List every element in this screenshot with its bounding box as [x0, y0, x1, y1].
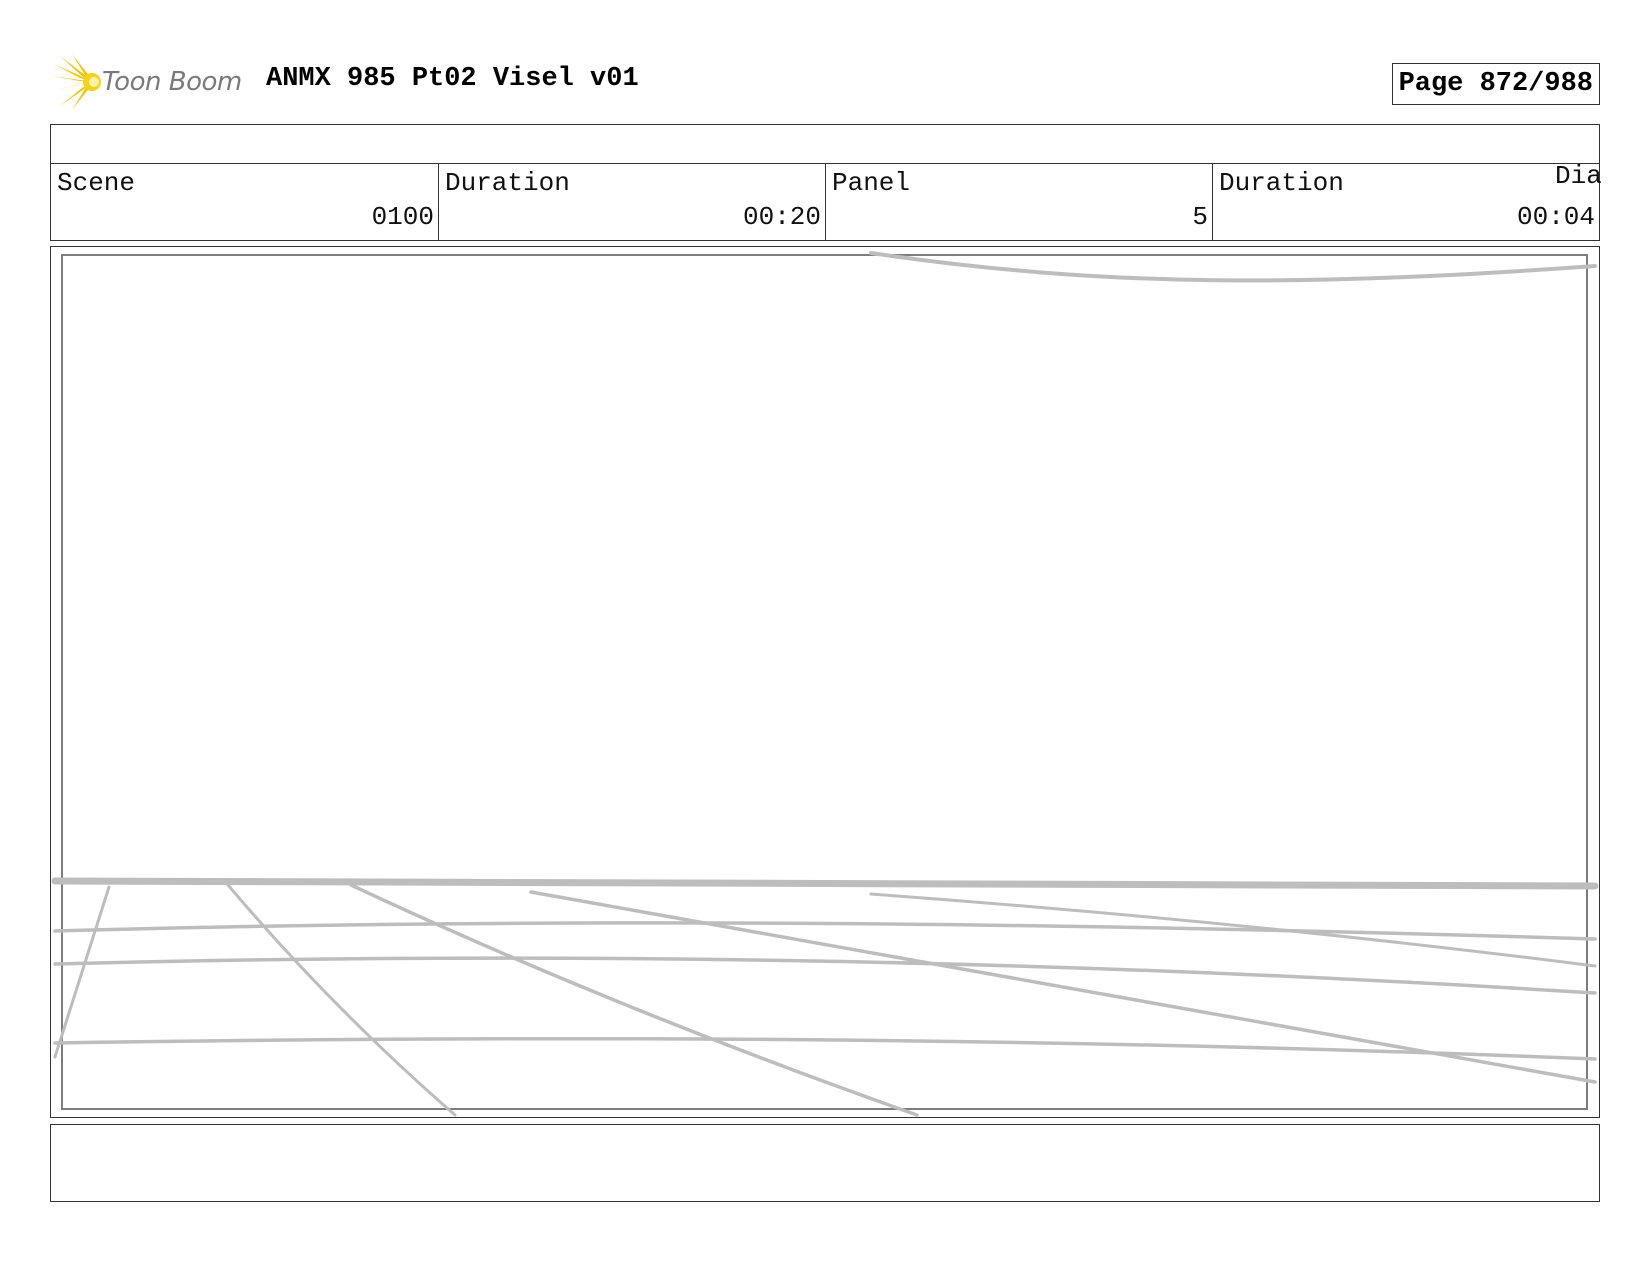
sketch-diagonal-2 [226, 883, 457, 1117]
sketch-floor-line-2 [53, 956, 1597, 995]
sketch-diagonal-4 [529, 890, 1597, 1084]
info-title-strip [51, 125, 1599, 164]
scene-value: 0100 [371, 202, 434, 232]
scene-duration-cell: Duration 00:20 [439, 164, 826, 240]
scene-duration-value: 00:20 [742, 202, 821, 232]
sketch-floor-line-3 [53, 1036, 1597, 1061]
storyboard-panel [50, 246, 1600, 1118]
sketch-lines [51, 251, 1599, 1117]
sketch-diagonal-5 [869, 892, 1597, 968]
panel-cell: Panel 5 [826, 164, 1213, 240]
camera-frame [61, 254, 1588, 1110]
panel-duration-value: 00:04 [1516, 202, 1595, 232]
scene-cell: Scene 0100 [51, 164, 439, 240]
logo-wordmark: Toon Boom [102, 67, 242, 97]
page-header: Toon Boom ANMX 985 Pt02 Visel v01 Page 8… [50, 52, 1600, 112]
panel-drawing [51, 251, 1599, 1117]
action-notes-box [50, 1124, 1600, 1202]
toon-boom-logo: Toon Boom [50, 52, 242, 112]
starburst-icon [52, 54, 101, 110]
panel-info-frame: Scene 0100 Duration 00:20 Panel 5 Durati… [50, 124, 1600, 241]
sketch-arc-top [869, 251, 1597, 283]
sketch-floor-line-1 [53, 921, 1597, 941]
project-title: ANMX 985 Pt02 Visel v01 [266, 64, 639, 94]
scene-label: Scene [57, 168, 136, 198]
page-number: Page 872/988 [1391, 63, 1600, 105]
panel-label: Panel [832, 168, 911, 198]
sketch-diagonal-1 [53, 885, 111, 1059]
panel-value: 5 [1192, 202, 1208, 232]
dialog-label: Dia [1555, 161, 1602, 191]
sketch-horizon [51, 877, 1599, 890]
panel-duration-label: Duration [1219, 168, 1344, 198]
scene-duration-label: Duration [445, 168, 570, 198]
sketch-diagonal-3 [349, 883, 919, 1117]
panel-duration-cell: Duration 00:04 [1213, 164, 1599, 240]
info-row: Scene 0100 Duration 00:20 Panel 5 Durati… [51, 164, 1599, 240]
